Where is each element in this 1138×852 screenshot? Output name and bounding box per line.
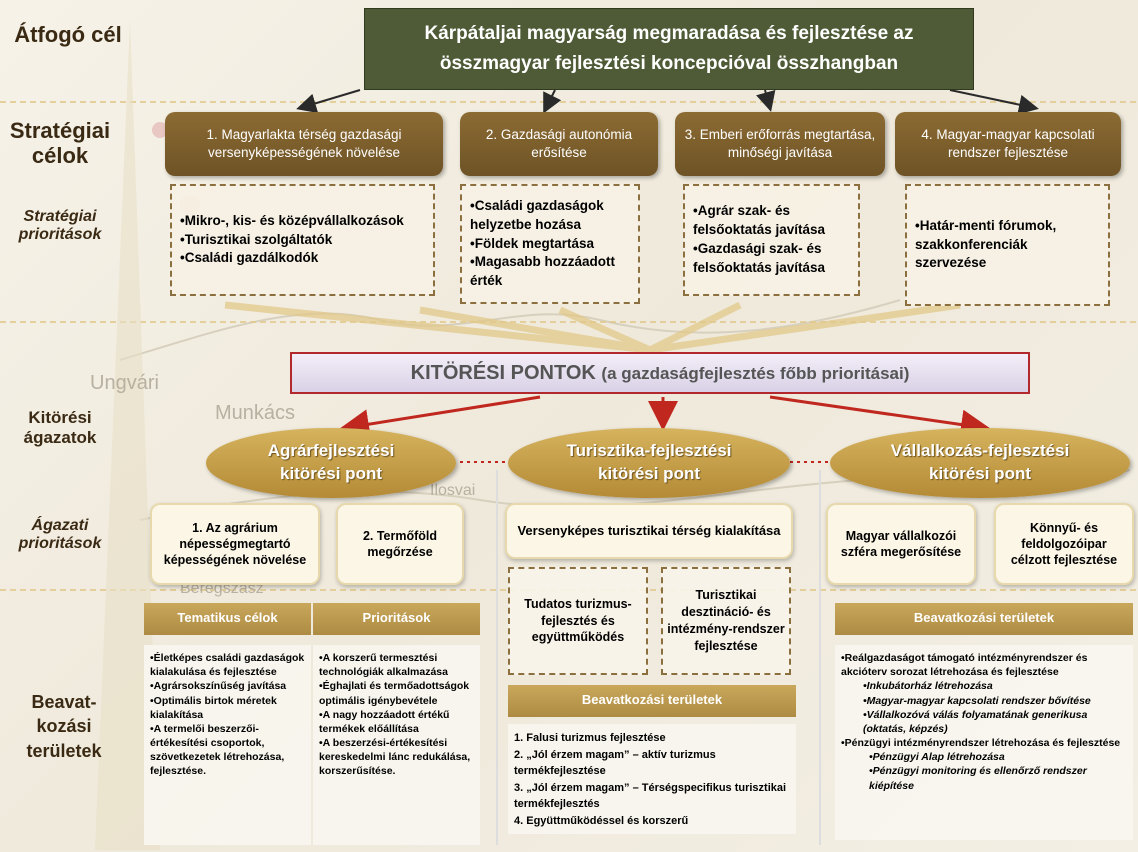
oval-line: kitörési pont [279,464,382,483]
list-item: •Agrársokszínűség javítása [150,680,287,693]
list-item: •Magyar-magyar kapcsolati rendszer bővít… [863,694,1091,707]
agrar-header-prioritasok: Prioritások [313,603,480,635]
label-strategiai-celok: Stratégiai célok [9,118,111,169]
agrar-header-tematikus: Tematikus célok [144,603,311,635]
agrar-col-tematikus: •Életképes családi gazdaságok kialakulás… [144,645,311,845]
priority-item: •Családi gazdálkodók [180,250,319,266]
strategic-priority-1: •Mikro-, kis- és középvállalkozások •Tur… [170,184,435,296]
priority-item: •Agrár szak- és felsőoktatás javítása [693,203,826,238]
breakout-title: KITÖRÉSI PONTOK [410,362,596,384]
turizmus-beav-header: Beavatkozási területek [508,685,796,717]
list-item: 3. „Jól érzem magam” – Térségspecifikus … [514,781,787,811]
map-label-ungvar: Ungvári [90,372,159,394]
list-item: 4. Együttműködéssel és korszerű [514,814,689,827]
vallalkozas-priority-1: Magyar vállalkozói szféra megerősítése [826,503,976,585]
strategic-goal-4: 4. Magyar-magyar kapcsolati rendszer fej… [895,112,1121,176]
oval-vallalkozas: Vállalkozás-fejlesztési kitörési pont [830,428,1130,498]
list-item: 2. „Jól érzem magam” – aktív turizmus te… [514,748,716,778]
oval-line: kitörési pont [928,464,1031,483]
agrar-priority-1: 1. Az agrárium népességmegtartó képesség… [150,503,320,585]
strategic-goal-1: 1. Magyarlakta térség gazdasági versenyk… [165,112,443,176]
list-item: •A korszerű termesztési technológiák alk… [319,652,448,679]
oval-turisztika: Turisztika-fejlesztési kitörési pont [508,428,790,498]
list-item: •Pénzügyi intézményrendszer létrehozása … [841,737,1121,750]
map-label-munkacs: Munkács [215,402,296,424]
turizmus-priority-main: Versenyképes turisztikai térség kialakít… [505,503,793,559]
oval-line: Agrárfejlesztési [267,441,395,461]
label-atfogo-cel: Átfogó cél [14,22,122,47]
label-beavatkozasi-teruletek: Beavat-kozási területek [26,692,102,761]
breakout-points-banner: KITÖRÉSI PONTOK (a gazdaságfejlesztés fő… [290,352,1030,394]
priority-item: •Magasabb hozzáadott érték [470,254,615,289]
list-item: •A beszerzési-értékesítési kereskedelmi … [319,737,471,778]
list-item: 1. Falusi turizmus fejlesztése [514,732,666,744]
priority-item: •Gazdasági szak- és felsőoktatás javítás… [693,241,826,275]
oval-line: Vállalkozás-fejlesztési [890,441,1070,461]
label-agazati-prioritasok: Ágazati prioritások [18,517,102,553]
main-goal-line2: összmagyar fejlesztési koncepcióval össz… [439,53,899,74]
list-item: •Pénzügyi monitoring és ellenőrző rendsz… [869,765,1087,792]
priority-item: •Mikro-, kis- és középvállalkozások [180,212,404,228]
strategic-priority-2: •Családi gazdaságok helyzetbe hozása •Fö… [460,184,640,304]
vallalkozas-beav-content: •Reálgazdaságot támogató intézményrendsz… [835,645,1133,840]
list-item: •A nagy hozzáadott értékű termékek előál… [319,708,450,735]
strategic-priority-4: •Határ-menti fórumok, szakkonferenciák s… [905,184,1110,306]
list-item: •A termelői beszerzői-értékesítési csopo… [150,722,285,778]
list-item: •Pénzügyi Alap létrehozása [869,751,1005,764]
list-item: •Éghajlati és termőadottságok optimális … [319,680,470,707]
turizmus-beav-content: 1. Falusi turizmus fejlesztése 2. „Jól é… [508,724,796,834]
priority-item: •Határ-menti fórumok, szakkonferenciák s… [915,217,1057,271]
strategic-goal-2: 2. Gazdasági autonómia erősítése [460,112,658,176]
turizmus-priority-b: Turisztikai desztináció- és intézmény-re… [661,567,791,675]
list-item: •Életképes családi gazdaságok kialakulás… [150,652,305,679]
oval-line: kitörési pont [597,464,700,483]
priority-item: •Turisztikai szolgáltatók [180,231,333,247]
strategic-goal-3: 3. Emberi erőforrás megtartása, minőségi… [675,112,885,176]
vallalkozas-priority-2: Könnyű- és feldolgozóipar célzott fejles… [994,503,1134,585]
strategic-priority-3: •Agrár szak- és felsőoktatás javítása •G… [683,184,860,296]
agrar-col-prioritasok: •A korszerű termesztési technológiák alk… [313,645,480,845]
label-kitoresi-agazatok: Kitörési ágazatok [23,408,97,447]
vallalkozas-beav-header: Beavatkozási területek [835,603,1133,635]
agrar-priority-2: 2. Termőföld megőrzése [336,503,464,585]
oval-agrarfejlesztes: Agrárfejlesztési kitörési pont [206,428,456,498]
main-goal-box: Kárpátaljai magyarság megmaradása és fej… [364,8,974,90]
map-label-ilosvai: Ilosvai [430,482,476,499]
turizmus-priority-a: Tudatos turizmus-fejlesztés és együttműk… [508,567,648,675]
priority-item: •Földek megtartása [470,235,595,251]
main-goal-line1: Kárpátaljai magyarság megmaradása és fej… [424,23,914,44]
list-item: •Optimális birtok méretek kialakítása [150,694,277,721]
label-strategiai-prioritasok: Stratégiai prioritások [18,208,102,244]
list-item: •Inkubátorház létrehozása [863,680,993,693]
oval-line: Turisztika-fejlesztési [566,441,732,461]
list-item: •Reálgazdaságot támogató intézményrendsz… [841,652,1088,679]
breakout-subtitle: (a gazdaságfejlesztés főbb prioritásai) [601,364,910,383]
priority-item: •Családi gazdaságok helyzetbe hozása [470,197,604,232]
list-item: •Vállalkozóvá válás folyamatának generik… [863,708,1088,735]
